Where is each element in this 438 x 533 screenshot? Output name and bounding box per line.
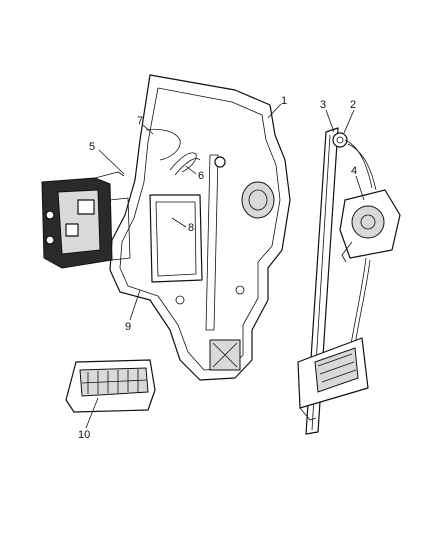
callout-labels: 1 2 3 4 5 6 7 8 9 10 (78, 95, 357, 441)
callout-3: 3 (320, 99, 326, 111)
callout-8: 8 (188, 222, 194, 234)
callout-1: 1 (281, 95, 287, 107)
leader-5 (98, 149, 125, 175)
leader-8 (171, 217, 187, 228)
leader-9 (129, 289, 141, 321)
leader-3 (325, 109, 335, 133)
callout-5: 5 (89, 141, 95, 153)
callout-9: 9 (125, 321, 131, 333)
door-module-carrier-plate (109, 74, 291, 381)
callout-6: 6 (198, 170, 204, 182)
callout-7: 7 (137, 115, 143, 127)
leader-1 (267, 103, 282, 119)
leader-10 (85, 397, 99, 429)
leader-4 (355, 175, 365, 201)
callout-2: 2 (350, 99, 356, 111)
callout-4: 4 (351, 165, 357, 177)
control-module (65, 359, 156, 413)
leader-2 (343, 109, 355, 134)
leader-lines (85, 103, 365, 429)
callout-10: 10 (78, 429, 90, 441)
window-regulator-assembly (297, 127, 401, 435)
leader-6 (185, 165, 197, 175)
leader-7 (142, 124, 154, 135)
door-latch-assembly (41, 171, 131, 269)
